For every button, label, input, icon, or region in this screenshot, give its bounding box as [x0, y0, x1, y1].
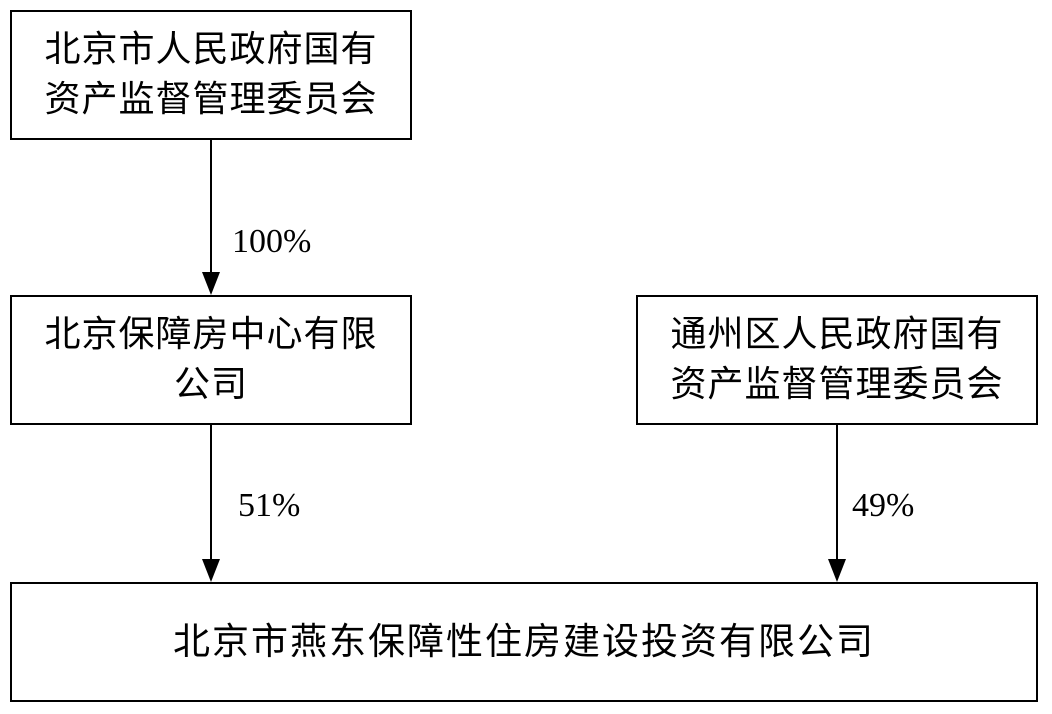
arrowhead-icon: [202, 272, 220, 295]
edge-label-51-percent: 51%: [238, 487, 301, 524]
node-label: 北京保障房中心有限 公司: [44, 310, 377, 410]
node-label-line2: 公司: [173, 364, 248, 405]
node-beijing-housing-center: 北京保障房中心有限 公司: [10, 295, 412, 425]
node-label: 通州区人民政府国有 资产监督管理委员会: [670, 310, 1003, 410]
node-label-line2: 资产监督管理委员会: [44, 79, 378, 120]
node-label: 北京市人民政府国有 资产监督管理委员会: [44, 25, 377, 125]
node-label-line1: 北京保障房中心有限: [44, 314, 378, 355]
node-label: 北京市燕东保障性住房建设投资有限公司: [173, 617, 875, 667]
node-yandong-company: 北京市燕东保障性住房建设投资有限公司: [10, 582, 1038, 702]
arrow-beijing-sasac-to-housing-center: [202, 140, 220, 295]
arrow-housing-center-to-yandong: [202, 425, 220, 582]
node-label-line1: 北京市人民政府国有: [44, 29, 378, 70]
node-label-line1: 北京市燕东保障性住房建设投资有限公司: [173, 620, 875, 663]
edge-label-49-percent: 49%: [852, 487, 915, 524]
node-label-line1: 通州区人民政府国有: [670, 314, 1004, 355]
arrowhead-icon: [828, 559, 846, 582]
arrow-tongzhou-sasac-to-yandong: [828, 425, 846, 582]
edge-label-100-percent: 100%: [232, 223, 312, 260]
arrowhead-icon: [202, 559, 220, 582]
node-label-line2: 资产监督管理委员会: [670, 364, 1004, 405]
node-tongzhou-sasac: 通州区人民政府国有 资产监督管理委员会: [636, 295, 1038, 425]
node-beijing-sasac: 北京市人民政府国有 资产监督管理委员会: [10, 10, 412, 140]
